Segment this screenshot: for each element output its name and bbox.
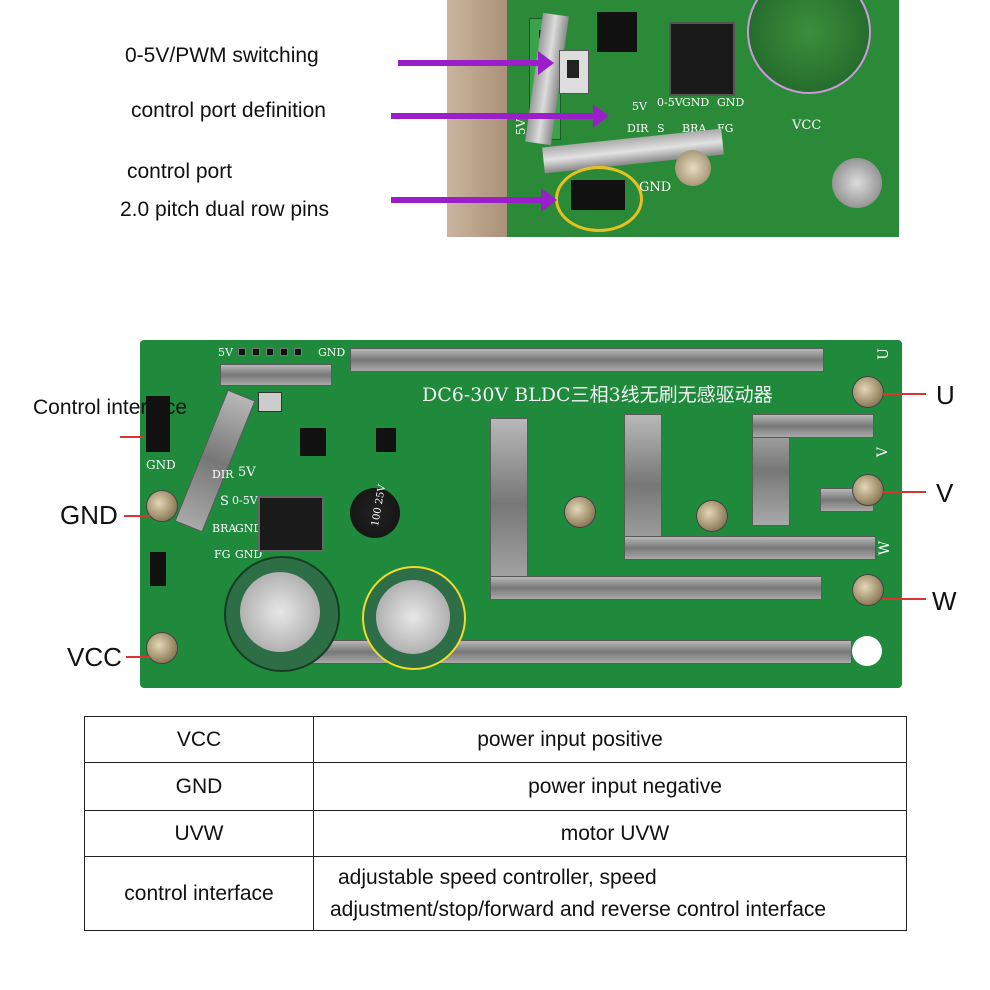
vcc-terminal-screw bbox=[146, 632, 178, 664]
table-row: UVW motor UVW bbox=[84, 810, 907, 857]
silk-gnd-2: GND bbox=[717, 96, 745, 109]
silk-bra: BRA bbox=[212, 522, 237, 535]
trace-mid-h bbox=[624, 536, 876, 560]
arrow-control-port bbox=[391, 188, 557, 212]
closeup-photo: 5V 5V 0-5V GND GND DIR S BRA FG VCC GND bbox=[447, 0, 899, 237]
trace-u-link bbox=[752, 414, 874, 438]
silk-w: W bbox=[877, 540, 894, 556]
label-gnd: GND bbox=[60, 500, 118, 530]
silk-0-5v: 0-5V bbox=[232, 494, 258, 507]
silk-gnd-side: GND bbox=[639, 180, 672, 195]
switch-knob bbox=[567, 60, 579, 78]
table-row: GND power input negative bbox=[84, 762, 907, 811]
screw-terminal-2 bbox=[832, 158, 882, 208]
silk-5v-top: 5V bbox=[218, 346, 233, 359]
u-terminal-screw bbox=[852, 376, 884, 408]
spec-table: VCC power input positive GND power input… bbox=[84, 716, 907, 931]
trace-vertical-2 bbox=[624, 414, 662, 556]
capacitor-top-2 bbox=[376, 580, 450, 654]
pcb-board: DC6-30V BLDC三相3线无刷无感驱动器 5V GND GND DIR 5… bbox=[140, 340, 902, 688]
silk-vcc: VCC bbox=[792, 118, 822, 133]
silk-0-5v: 0-5V bbox=[657, 96, 683, 109]
diode bbox=[150, 552, 166, 586]
silk-5v: 5V bbox=[238, 465, 256, 480]
table-cell-desc: motor UVW bbox=[313, 810, 907, 857]
silk-s: S bbox=[220, 494, 229, 509]
switch-button bbox=[258, 392, 282, 412]
ic-chip bbox=[597, 12, 637, 52]
silk-dir: DIR bbox=[212, 468, 234, 481]
trace-bottom-h bbox=[490, 576, 822, 600]
pin bbox=[252, 348, 260, 356]
trace-vertical-1 bbox=[490, 418, 528, 590]
silk-gnd-r1: GND bbox=[235, 522, 263, 535]
table-cell-name: GND bbox=[84, 762, 314, 811]
silk-gnd-left: GND bbox=[146, 458, 176, 472]
pointer-u bbox=[882, 393, 926, 395]
control-header bbox=[146, 396, 170, 452]
table-cell-desc: adjustable speed controller, speed adjus… bbox=[313, 856, 907, 931]
trace-top bbox=[350, 348, 824, 372]
silk-gnd-r2: GND bbox=[235, 548, 263, 561]
electrolytic-capacitor-1 bbox=[224, 556, 340, 672]
arrow-pwm bbox=[398, 51, 554, 75]
pin bbox=[280, 348, 288, 356]
silk-v: V bbox=[875, 446, 892, 458]
label-pwm-switching: 0-5V/PWM switching bbox=[125, 44, 319, 67]
arrow-port-definition bbox=[391, 104, 609, 128]
pin bbox=[294, 348, 302, 356]
board-title: DC6-30V BLDC三相3线无刷无感驱动器 bbox=[422, 384, 773, 406]
small-capacitor bbox=[350, 488, 400, 538]
mount-hole bbox=[852, 636, 882, 666]
label-u: U bbox=[936, 380, 955, 410]
desc-line-1: adjustable speed controller, speed bbox=[338, 865, 657, 889]
table-cell-desc: power input positive bbox=[313, 716, 907, 763]
gnd-terminal-screw bbox=[146, 490, 178, 522]
label-control-port: control port bbox=[127, 160, 233, 183]
silk-gnd-top: GND bbox=[318, 346, 346, 359]
silk-gnd-1: GND bbox=[682, 96, 710, 109]
silk-fg: FG bbox=[214, 548, 231, 561]
table-cell-name: VCC bbox=[84, 716, 314, 763]
electrolytic-capacitor-2 bbox=[362, 566, 466, 670]
pointer-control bbox=[120, 436, 144, 438]
pin bbox=[266, 348, 274, 356]
label-control-port-definition: control port definition bbox=[131, 99, 326, 122]
label-w: W bbox=[932, 586, 957, 616]
mount-screw-1 bbox=[564, 496, 596, 528]
capacitor-top-1 bbox=[240, 572, 320, 652]
table-cell-desc: power input negative bbox=[313, 762, 907, 811]
silk-dir: DIR bbox=[627, 122, 649, 135]
screw-terminal bbox=[675, 150, 711, 186]
table-row: control interface adjustable speed contr… bbox=[84, 856, 907, 931]
silk-5v: 5V bbox=[632, 100, 647, 113]
label-control: Control interface bbox=[33, 396, 188, 419]
silk-s: S bbox=[657, 122, 665, 135]
silk-u: U bbox=[875, 348, 892, 360]
w-terminal-screw bbox=[852, 574, 884, 606]
mosfet bbox=[669, 22, 735, 96]
pin bbox=[238, 348, 246, 356]
table-cell-name: UVW bbox=[84, 810, 314, 857]
mosfet bbox=[258, 496, 324, 552]
transistor bbox=[376, 428, 396, 452]
regulator-ic bbox=[300, 428, 326, 456]
mount-screw-2 bbox=[696, 500, 728, 532]
table-cell-name: control interface bbox=[84, 856, 314, 931]
trace-top-left bbox=[220, 364, 332, 386]
desc-line-2: adjustment/stop/forward and reverse cont… bbox=[330, 897, 827, 921]
label-v: V bbox=[936, 478, 954, 508]
v-terminal-screw bbox=[852, 474, 884, 506]
pointer-vcc bbox=[126, 656, 150, 658]
pointer-v bbox=[882, 491, 926, 493]
table-row: VCC power input positive bbox=[84, 716, 907, 763]
label-vcc: VCC bbox=[67, 642, 122, 672]
pointer-w bbox=[882, 598, 926, 600]
label-pin-pitch: 2.0 pitch dual row pins bbox=[120, 198, 329, 221]
dual-row-pins bbox=[571, 180, 625, 210]
pointer-gnd bbox=[124, 515, 150, 517]
